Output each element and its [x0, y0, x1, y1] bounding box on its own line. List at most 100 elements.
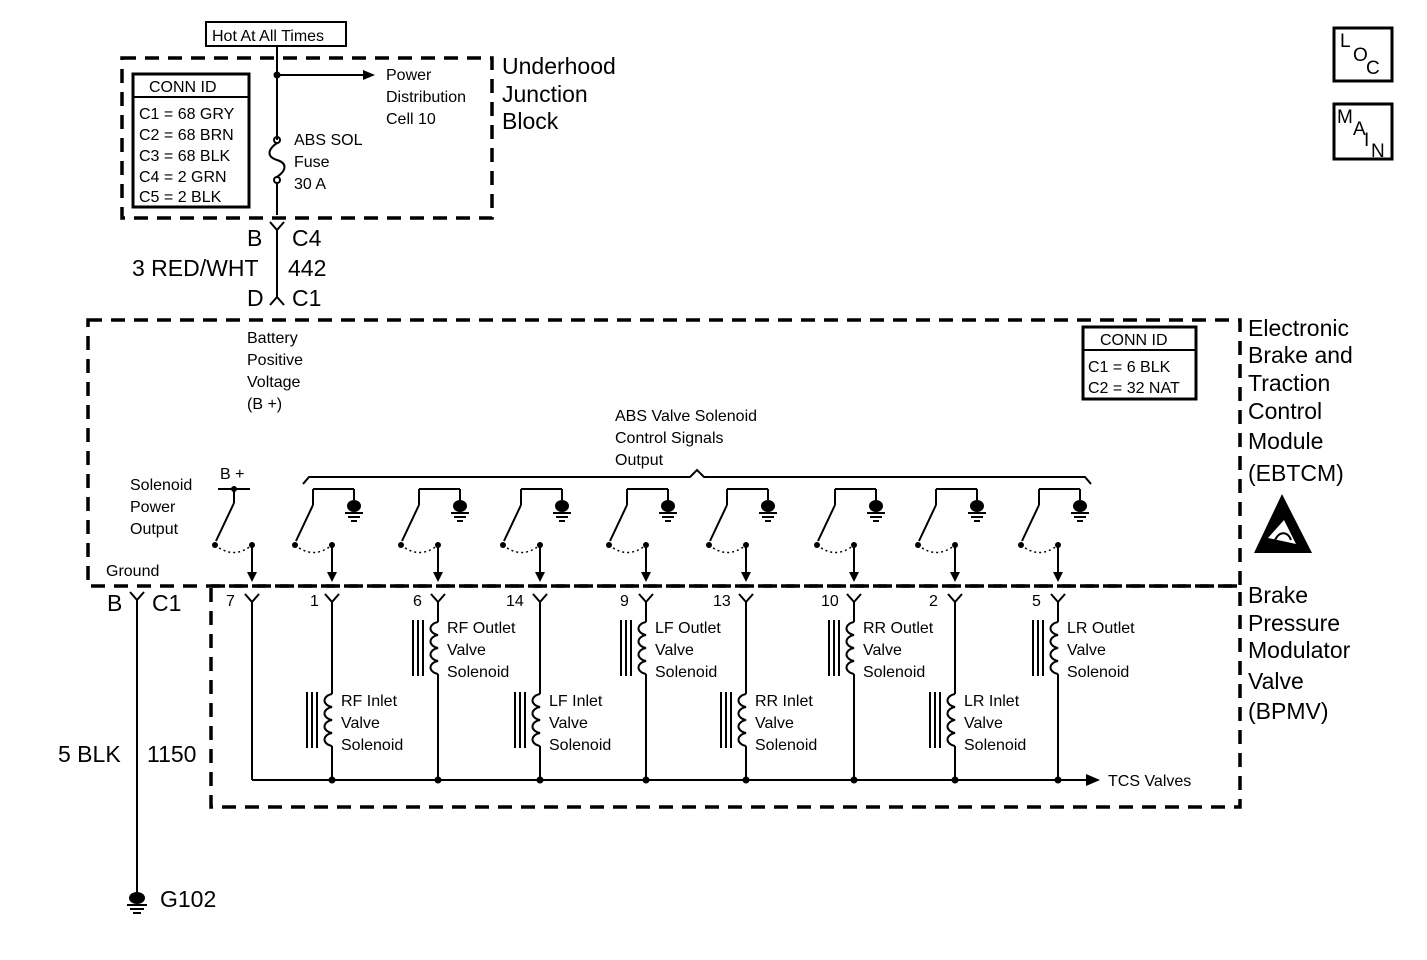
solenoid-label-line: LF Outlet	[655, 620, 721, 637]
bpmv-title: Brake Pressure Modulator Valve (BPMV)	[1248, 582, 1351, 724]
pin-7-label: 7	[226, 593, 235, 610]
svg-text:(EBTCM): (EBTCM)	[1248, 460, 1344, 486]
solenoid-label-line: RF Inlet	[341, 693, 398, 710]
ground-label: Ground	[106, 563, 159, 580]
solenoid-label-line: Valve	[341, 715, 380, 732]
main-letter-3: I	[1364, 130, 1369, 151]
feed-wire-color: 3 RED/WHT	[132, 255, 259, 281]
ground-connector-icon	[129, 591, 145, 602]
inlet-solenoid-coil-icon	[306, 602, 333, 780]
pin-10-label: 10	[821, 593, 839, 610]
solenoid-label-line: LR Inlet	[964, 693, 1020, 710]
pin-connector-icon	[324, 593, 340, 604]
svg-text:Distribution: Distribution	[386, 89, 466, 106]
abs-signals-brace	[302, 468, 1092, 485]
inlet-solenoid-coil-icon	[720, 602, 747, 780]
fuse-terminal-bottom	[273, 176, 281, 184]
solenoid-label-line: Valve	[447, 642, 486, 659]
solenoid-label-line: LR Outlet	[1067, 620, 1135, 637]
outlet-solenoid-coil-icon	[412, 602, 439, 780]
ground-conn: C1	[152, 590, 181, 616]
feed-circuit-number: 442	[288, 255, 326, 281]
pin-connector-icon	[1050, 593, 1066, 604]
loc-letter-2: O	[1353, 45, 1368, 66]
main-button[interactable]: M A I N	[1332, 102, 1394, 162]
svg-text:Pressure: Pressure	[1248, 610, 1340, 636]
svg-text:(BPMV): (BPMV)	[1248, 698, 1329, 724]
ebtcm-title: Electronic Brake and Traction Control Mo…	[1248, 315, 1353, 486]
ground-switch-icon	[606, 488, 677, 582]
svg-text:Valve: Valve	[1248, 668, 1304, 694]
ebtcm-boundary	[86, 318, 1242, 588]
svg-text:CONN ID: CONN ID	[1100, 332, 1168, 349]
battery-positive-label: Battery Positive Voltage (B +)	[247, 330, 303, 413]
svg-text:Power: Power	[130, 499, 176, 516]
svg-text:ABS SOL: ABS SOL	[294, 132, 363, 149]
solenoid-label-line: Solenoid	[655, 664, 717, 681]
solenoid-label-line: Valve	[863, 642, 902, 659]
pin-1-label: 1	[310, 593, 319, 610]
ground-switch-icon	[915, 488, 986, 582]
feed-top-conn: C4	[292, 225, 322, 251]
pdc-arrow-icon	[363, 70, 375, 80]
connector-c1-icon	[269, 295, 285, 306]
svg-text:CONN ID: CONN ID	[149, 79, 217, 96]
svg-text:Power: Power	[386, 67, 432, 84]
pin-13-label: 13	[713, 593, 731, 610]
solenoid-power-switch	[212, 486, 257, 582]
inlet-solenoid-coil-icon	[514, 602, 541, 780]
svg-text:C4 = 2 GRN: C4 = 2 GRN	[139, 169, 227, 186]
bus-junction-dot	[642, 776, 650, 784]
pin-connector-icon	[738, 593, 754, 604]
solenoid-label-line: Solenoid	[964, 737, 1026, 754]
loc-button[interactable]: L O C	[1332, 26, 1394, 83]
feed-top-pin: B	[247, 225, 262, 251]
ground-switch-icon	[706, 488, 777, 582]
bus-junction-dot	[328, 776, 336, 784]
pin-connector-icon	[532, 593, 548, 604]
bus-junction-dot	[742, 776, 750, 784]
fuse-label: ABS SOL Fuse 30 A	[294, 132, 363, 193]
svg-text:Hot At All Times: Hot At All Times	[212, 28, 324, 45]
solenoid-label-line: Valve	[549, 715, 588, 732]
feed-bottom-pin: D	[247, 285, 264, 311]
solenoid-label-line: Solenoid	[447, 664, 509, 681]
svg-text:C3 = 68 BLK: C3 = 68 BLK	[139, 148, 231, 165]
svg-text:Control Signals: Control Signals	[615, 430, 724, 447]
ground-switch-icon	[814, 488, 885, 582]
inlet-solenoid-coil-icon	[929, 602, 956, 780]
pin-14-label: 14	[506, 593, 524, 610]
tcs-arrow-icon	[1086, 774, 1100, 786]
svg-text:Brake: Brake	[1248, 582, 1308, 608]
pdc-cell-label: Power Distribution Cell 10	[386, 67, 466, 128]
esd-warning-icon	[1254, 494, 1312, 553]
solenoid-label-line: Solenoid	[549, 737, 611, 754]
svg-text:Cell 10: Cell 10	[386, 111, 436, 128]
solenoid-label-line: Solenoid	[1067, 664, 1129, 681]
svg-text:C5 = 2 BLK: C5 = 2 BLK	[139, 189, 222, 206]
svg-text:Module: Module	[1248, 428, 1323, 454]
pin-7-connector-icon	[244, 593, 260, 604]
solenoid-label-line: Valve	[964, 715, 1003, 732]
main-letter-4: N	[1371, 141, 1385, 162]
solenoid-power-output-label: Solenoid Power Output	[130, 477, 192, 538]
underhood-conn-id-table: CONN ID C1 = 68 GRY C2 = 68 BRN C3 = 68 …	[131, 72, 251, 209]
pin-2-label: 2	[929, 593, 938, 610]
hot-at-all-times-label: Hot At All Times	[205, 21, 347, 47]
fuse-icon	[268, 142, 286, 178]
outlet-solenoid-coil-icon	[828, 602, 855, 780]
pin-connector-icon	[430, 593, 446, 604]
pin-6-label: 6	[413, 593, 422, 610]
svg-text:Junction: Junction	[502, 81, 588, 107]
solenoid-label-line: Valve	[1067, 642, 1106, 659]
pin-connector-icon	[638, 593, 654, 604]
bus-junction-dot	[536, 776, 544, 784]
svg-text:Block: Block	[502, 108, 559, 134]
svg-text:Battery: Battery	[247, 330, 298, 347]
bus-junction-dot	[951, 776, 959, 784]
pin-5-label: 5	[1032, 593, 1041, 610]
